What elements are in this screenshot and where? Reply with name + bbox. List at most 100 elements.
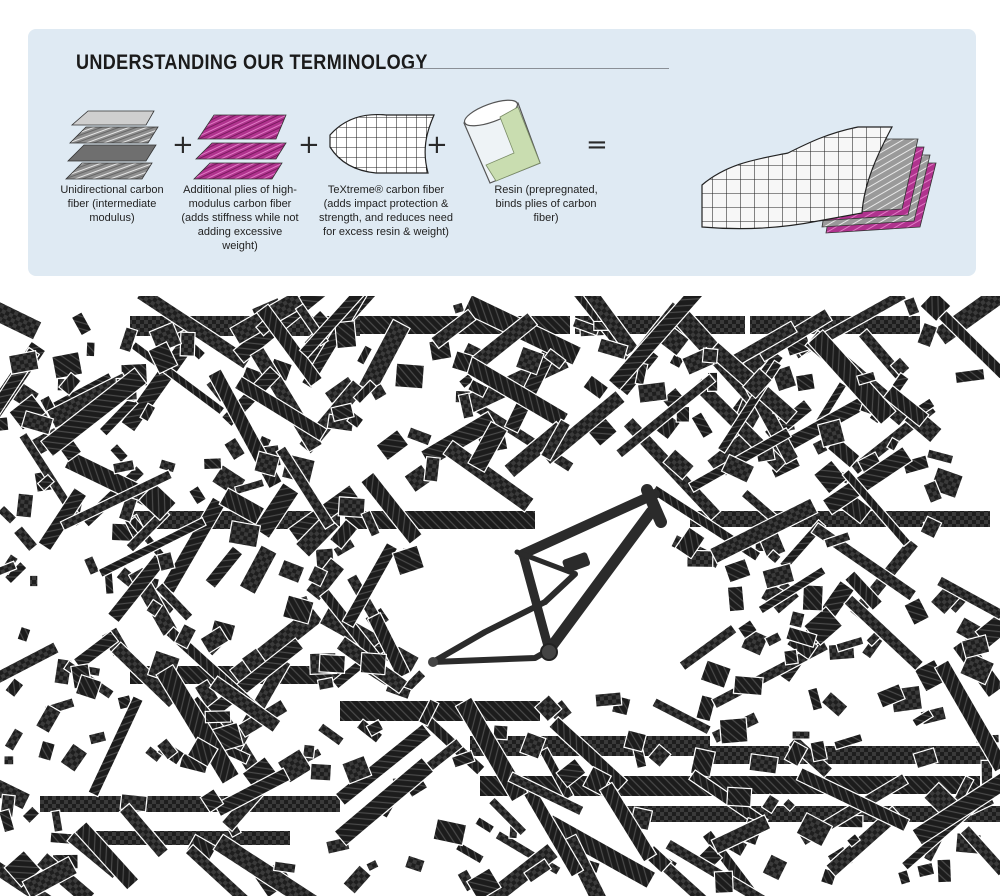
carbon-ply-piece — [82, 554, 101, 577]
carbon-ply-piece — [492, 724, 509, 741]
carbon-ply-piece — [875, 682, 906, 709]
carbon-ply-piece — [832, 732, 864, 751]
carbon-ply-piece — [403, 854, 426, 874]
carbon-ply-piece — [15, 492, 35, 519]
carbon-ply-band — [130, 511, 340, 529]
carbon-ply-piece — [788, 609, 806, 630]
carbon-ply-piece — [281, 594, 315, 625]
carbon-ply-piece — [139, 402, 157, 423]
carbon-ply-piece — [143, 744, 164, 764]
carbon-ply-piece — [450, 349, 474, 374]
carbon-ply-piece — [816, 418, 847, 448]
carbon-ply-piece — [59, 742, 89, 774]
carbon-ply-piece — [118, 326, 139, 354]
carbon-ply-piece — [341, 864, 373, 896]
carbon-ply-piece — [0, 560, 18, 577]
title-divider — [401, 68, 669, 69]
carbon-ply-piece — [316, 676, 335, 692]
carbon-ply-piece — [218, 487, 266, 526]
carbon-ply-piece — [147, 340, 179, 375]
carbon-ply-piece — [87, 730, 108, 746]
carbon-ply-piece — [179, 331, 196, 357]
resin-cup-icon — [463, 99, 541, 184]
carbon-ply-piece — [255, 303, 324, 388]
carbon-ply-piece — [678, 623, 738, 672]
carbon-ply-piece — [155, 736, 179, 761]
carbon-ply-piece — [0, 504, 18, 526]
carbon-ply-piece — [581, 374, 610, 401]
carbon-ply-piece — [889, 356, 911, 378]
carbon-ply-piece — [757, 565, 827, 615]
carbon-ply-piece — [337, 496, 366, 519]
carbon-ply-piece — [58, 371, 83, 397]
carbon-ply-band — [40, 796, 340, 812]
carbon-ply-piece — [806, 686, 824, 712]
carbon-ply-piece — [454, 841, 486, 865]
carbon-ply-piece — [233, 375, 328, 442]
plus-operator-1: + — [172, 130, 194, 160]
carbon-ply-piece — [647, 743, 672, 769]
carbon-ply-piece — [960, 634, 991, 659]
carbon-ply-piece — [202, 457, 223, 471]
carbon-ply-piece — [487, 796, 528, 837]
carbon-ply-band — [700, 746, 990, 764]
carbon-ply-piece — [841, 468, 912, 548]
carbon-ply-piece — [108, 442, 130, 464]
carbon-ply-piece — [820, 690, 849, 719]
carbon-ply-piece — [514, 345, 545, 376]
carbon-ply-piece — [34, 703, 63, 735]
carbon-ply-piece — [3, 726, 25, 753]
carbon-ply-piece — [674, 526, 707, 560]
terminology-panel: UNDERSTANDING OUR TERMINOLOGY + Unidirec… — [28, 29, 976, 276]
carbon-ply-piece — [699, 659, 733, 690]
carbon-ply-piece — [710, 814, 772, 855]
carbon-ply-piece — [594, 691, 623, 708]
carbon-ply-piece — [3, 755, 15, 766]
carbon-ply-piece — [334, 723, 433, 807]
carbon-ply-piece — [662, 448, 696, 481]
caption-unidirectional: Unidirectional carbon fiber (intermediat… — [60, 184, 164, 224]
carbon-ply-piece — [334, 320, 358, 350]
carbon-ply-piece — [275, 445, 336, 530]
carbon-ply-piece — [782, 648, 799, 666]
carbon-ply-piece — [886, 436, 901, 453]
carbon-ply-band — [340, 701, 540, 721]
carbon-ply-piece — [539, 418, 572, 462]
carbon-ply-piece — [352, 379, 378, 405]
carbon-ply-piece — [366, 611, 412, 680]
carbon-ply-piece — [187, 484, 208, 506]
plus-operator-3: + — [426, 130, 448, 160]
carbon-ply-piece — [298, 296, 368, 359]
carbon-ply-piece — [340, 754, 373, 785]
carbon-ply-piece — [748, 753, 779, 775]
carbon-ply-piece — [21, 805, 41, 825]
carbon-ply-piece — [309, 762, 333, 782]
carbon-ply-piece — [713, 870, 734, 895]
carbon-ply-piece — [330, 402, 355, 423]
carbon-ply-piece — [922, 479, 944, 505]
carbon-ply-piece — [845, 832, 862, 848]
carbon-ply-piece — [156, 550, 176, 573]
carbon-ply-piece — [807, 328, 897, 426]
carbon-ply-piece — [375, 428, 410, 462]
carbon-ply-piece — [186, 736, 219, 768]
carbon-ply-piece — [118, 802, 170, 859]
carbon-ply-pieces — [0, 296, 1000, 896]
layered-carbon-laminate-icon — [701, 126, 937, 234]
caption-high-modulus: Additional plies of high-modulus carbon … — [181, 184, 299, 252]
carbon-ply-piece — [457, 392, 475, 420]
carbon-ply-piece — [636, 380, 668, 404]
carbon-ply-piece — [20, 410, 55, 436]
carbon-ply-piece — [843, 594, 925, 672]
carbon-ply-piece — [429, 308, 477, 350]
carbon-ply-piece — [222, 436, 247, 462]
carbon-ply-piece — [233, 478, 266, 496]
carbon-ply-piece — [394, 362, 426, 390]
carbon-ply-piece — [766, 548, 783, 565]
carbon-ply-piece — [213, 767, 291, 818]
high-modulus-carbon-plies-icon — [193, 114, 287, 180]
carbon-ply-piece — [784, 625, 818, 648]
carbon-ply-piece — [451, 301, 466, 316]
carbon-ply-piece — [73, 820, 140, 891]
carbon-ply-piece — [465, 867, 502, 896]
